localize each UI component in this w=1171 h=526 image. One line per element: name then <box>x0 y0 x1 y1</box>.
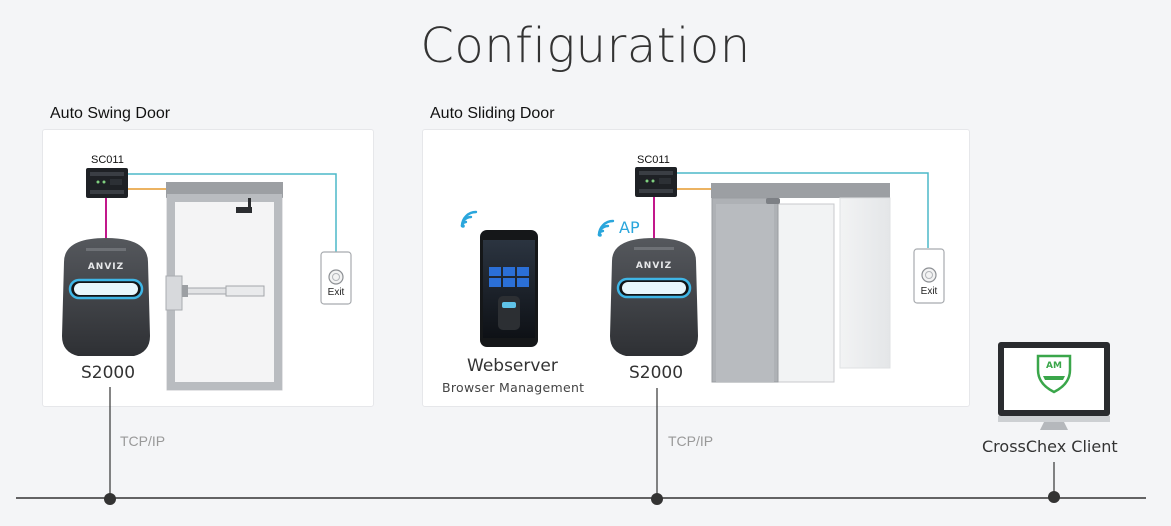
reader-ap-wifi-icon <box>597 219 615 237</box>
crosschex-shield-icon <box>1036 354 1072 394</box>
swing-exit-button-icon <box>320 251 352 305</box>
sliding-exit-label: Exit <box>920 286 938 297</box>
monitor-icon <box>998 342 1110 430</box>
swing-reader-brand: ANVIZ <box>87 262 125 272</box>
phone-icon <box>480 230 538 347</box>
sliding-reader-icon <box>610 238 698 356</box>
crosschex-client-label: CrossChex Client <box>982 437 1118 456</box>
swing-bus-node <box>104 493 116 505</box>
page-title: Configuration <box>420 18 751 74</box>
client-bus-node <box>1048 491 1060 503</box>
swing-door-section-label: Auto Swing Door <box>50 105 171 122</box>
webserver-wifi-icon <box>460 210 478 228</box>
sliding-controller-label: SC011 <box>637 154 670 166</box>
network-bus <box>16 387 1146 505</box>
swing-controller-label: SC011 <box>91 154 124 166</box>
sliding-network-wire <box>676 172 929 248</box>
swing-reader-label: S2000 <box>81 363 136 383</box>
sliding-reader-label: S2000 <box>629 363 684 383</box>
reader-ap-label: AP <box>619 218 640 237</box>
swing-protocol-label: TCP/IP <box>120 433 166 449</box>
swing-door-icon <box>165 182 283 391</box>
webserver-sublabel: Browser Management <box>442 380 585 395</box>
swing-controller-icon <box>86 168 128 198</box>
swing-network-wire <box>126 173 337 252</box>
sliding-door-section-label: Auto Sliding Door <box>430 105 555 122</box>
sliding-door-icon <box>711 183 891 383</box>
swing-wires <box>105 173 337 252</box>
sliding-exit-button-icon <box>913 248 945 304</box>
swing-reader-icon <box>62 238 150 356</box>
sliding-reader-brand: ANVIZ <box>635 261 673 271</box>
swing-exit-label: Exit <box>327 287 345 298</box>
sliding-bus-node <box>651 493 663 505</box>
crosschex-logo-text: AM <box>1046 361 1062 371</box>
sliding-protocol-label: TCP/IP <box>668 433 714 449</box>
webserver-label: Webserver <box>467 356 558 376</box>
sliding-controller-icon <box>635 167 677 197</box>
